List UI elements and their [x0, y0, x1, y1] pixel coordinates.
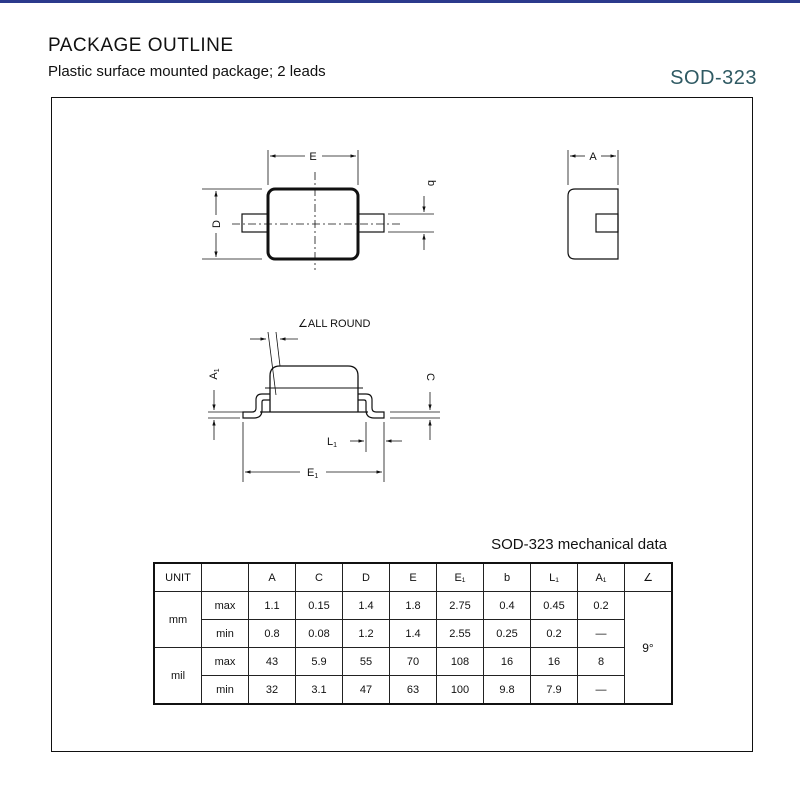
lead-left [241, 213, 269, 233]
angle-cell: 9° [624, 591, 673, 705]
value-cell: 1.8 [389, 591, 437, 620]
limit-cell: min [201, 675, 249, 705]
table-row: min 32 3.1 47 63 100 9.8 7.9 — [154, 675, 672, 705]
unit-cell: mm [153, 591, 202, 648]
value-cell: 0.45 [530, 591, 578, 620]
end-view [567, 150, 619, 260]
value-cell: 0.08 [295, 619, 343, 648]
header-cell: D [342, 562, 390, 592]
value-cell: 0.25 [483, 619, 531, 648]
value-cell: 8 [577, 647, 625, 676]
value-cell: 16 [530, 647, 578, 676]
label-E: E [309, 151, 316, 163]
header-cell: A [248, 562, 296, 592]
lead-right [357, 213, 385, 233]
value-cell: 2.55 [436, 619, 484, 648]
value-cell: 55 [342, 647, 390, 676]
table-header-row: UNIT A C D E E₁ b L₁ A₁ ∠ [153, 562, 673, 592]
table-row: min 0.8 0.08 1.2 1.4 2.55 0.25 0.2 — [154, 619, 672, 648]
label-E1: E1 [307, 467, 318, 480]
value-cell: 5.9 [295, 647, 343, 676]
label-all-round: ∠ALL ROUND [298, 318, 370, 330]
value-cell: 70 [389, 647, 437, 676]
value-cell: 108 [436, 647, 484, 676]
unit-cell: mil [153, 647, 202, 705]
value-cell: 2.75 [436, 591, 484, 620]
header-cell: ∠ [624, 562, 673, 592]
value-cell: 1.2 [342, 619, 390, 648]
top-view [202, 150, 434, 270]
value-cell: 43 [248, 647, 296, 676]
value-cell: — [577, 675, 625, 705]
drawing-frame [51, 97, 753, 752]
value-cell: 9.8 [483, 675, 531, 705]
table-row: mil max 43 5.9 55 70 108 16 16 8 [153, 647, 672, 705]
value-cell: — [577, 619, 625, 648]
label-C: C [424, 373, 436, 381]
package-code: SOD-323 [670, 67, 757, 89]
table-row: mm max 1.1 0.15 1.4 1.8 2.75 0.4 0.45 0.… [153, 591, 673, 705]
value-cell: 63 [389, 675, 437, 705]
value-cell: 3.1 [295, 675, 343, 705]
label-D: D [211, 220, 223, 228]
value-cell: 100 [436, 675, 484, 705]
limit-cell: min [201, 619, 249, 648]
value-cell: 0.4 [483, 591, 531, 620]
header-cell: C [295, 562, 343, 592]
page-title: PACKAGE OUTLINE [48, 35, 234, 56]
value-cell: 0.2 [530, 619, 578, 648]
front-view [208, 331, 440, 482]
value-cell: 7.9 [530, 675, 578, 705]
label-A: A [589, 151, 597, 163]
value-cell: 0.15 [295, 591, 343, 620]
value-cell: 0.2 [577, 591, 625, 620]
value-cell: 16 [483, 647, 531, 676]
limit-cell: max [201, 591, 249, 620]
value-cell: 1.1 [248, 591, 296, 620]
label-L1: L1 [327, 436, 337, 449]
header-cell: A₁ [577, 562, 625, 592]
top-rule [0, 0, 800, 3]
header-cell: b [483, 562, 531, 592]
value-cell: 1.4 [342, 591, 390, 620]
header-cell: UNIT [153, 562, 202, 592]
label-b: b [425, 180, 437, 186]
mechanical-data-table: UNIT A C D E E₁ b L₁ A₁ ∠ mm max 1.1 0.1… [153, 562, 673, 705]
svg-text:A1: A1 [208, 368, 221, 379]
header-cell [201, 562, 249, 592]
header-cell: L₁ [530, 562, 578, 592]
svg-text:C: C [424, 373, 436, 381]
value-cell: 1.4 [389, 619, 437, 648]
label-A1: A1 [208, 368, 221, 379]
header-cell: E₁ [436, 562, 484, 592]
mechanical-data-title: SOD-323 mechanical data [491, 536, 667, 553]
value-cell: 47 [342, 675, 390, 705]
limit-cell: max [201, 647, 249, 676]
value-cell: 0.8 [248, 619, 296, 648]
value-cell: 32 [248, 675, 296, 705]
page-subtitle: Plastic surface mounted package; 2 leads [48, 63, 326, 80]
header-cell: E [389, 562, 437, 592]
